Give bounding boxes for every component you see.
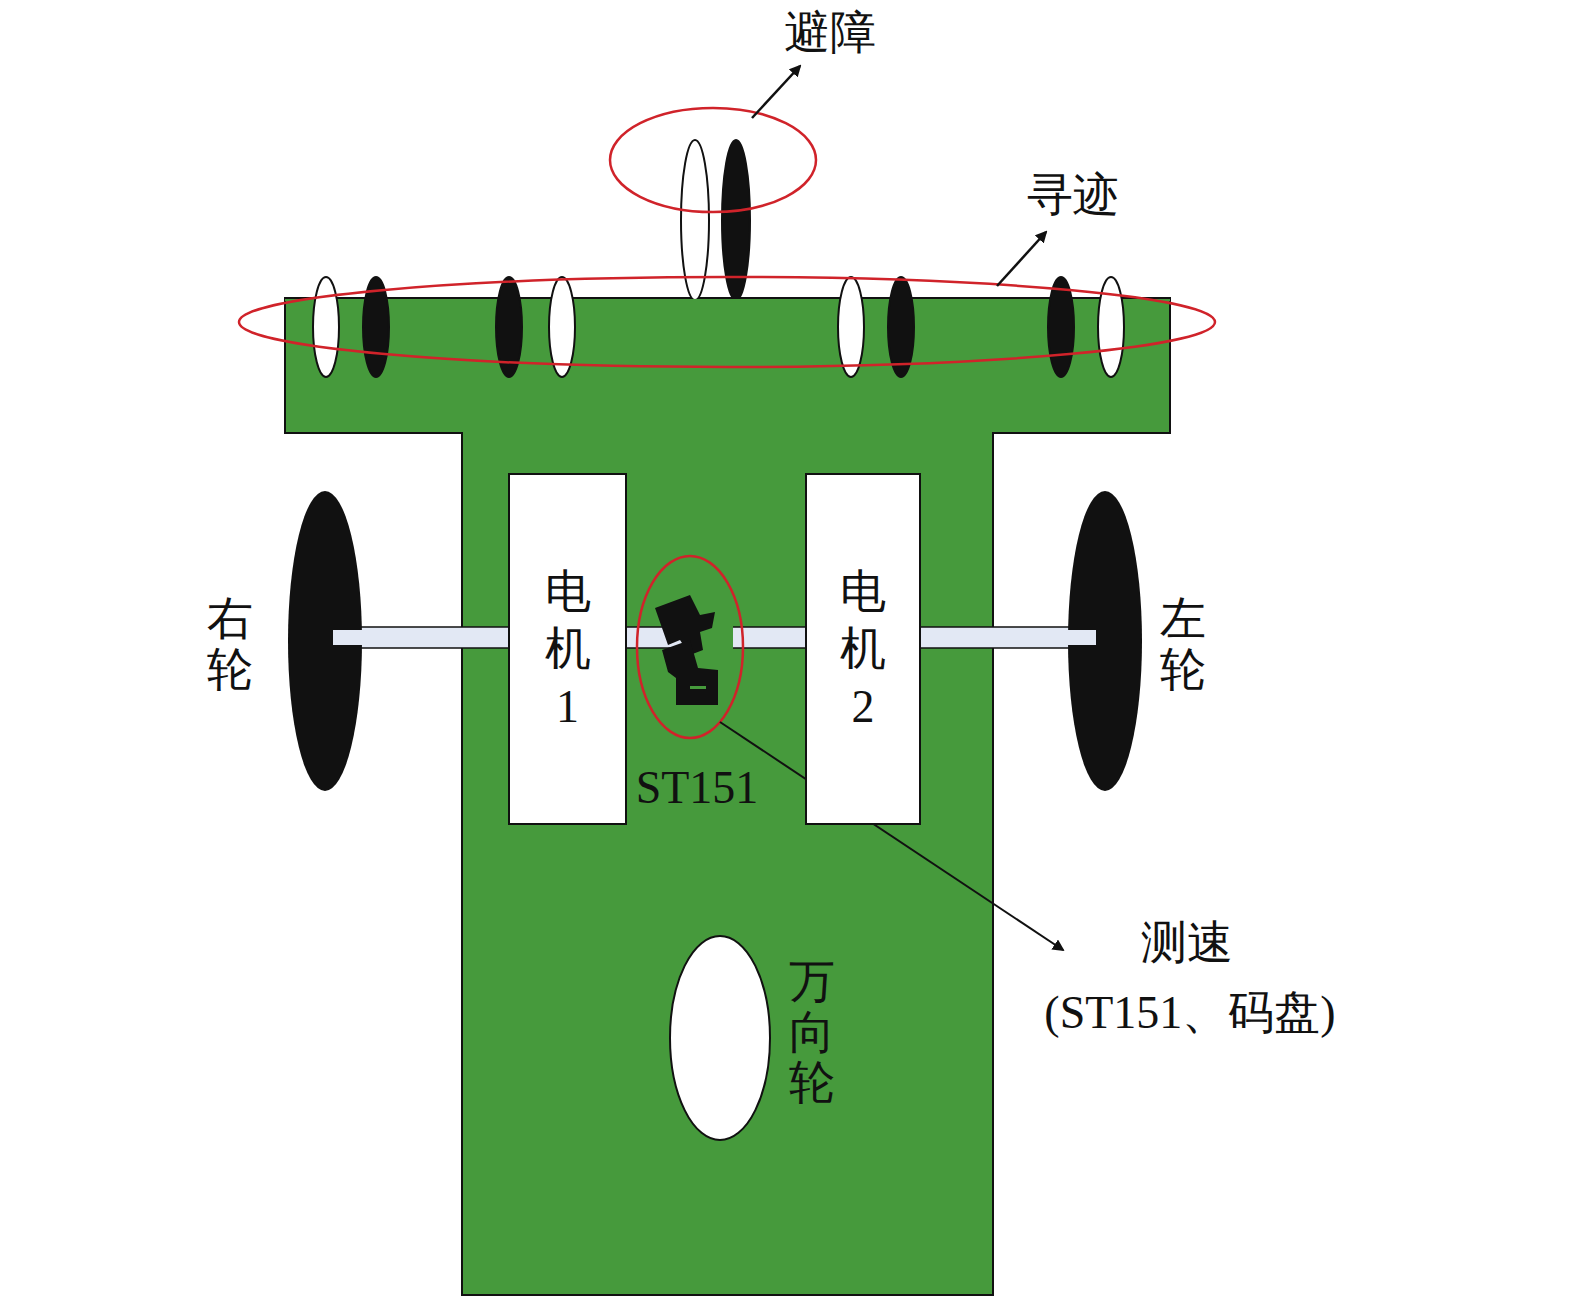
caster-label: 万向轮 bbox=[789, 957, 835, 1109]
encoder-disc bbox=[655, 595, 718, 705]
wheel-label: 右轮 bbox=[207, 594, 253, 695]
motor-box: 电机1 bbox=[508, 473, 627, 825]
obstacle-ring bbox=[610, 108, 816, 212]
leader-arrow bbox=[752, 66, 800, 118]
caster-wheel bbox=[670, 936, 770, 1140]
wheel-label: 左轮 bbox=[1160, 594, 1206, 695]
feature-label: (ST151、码盘) bbox=[1044, 987, 1335, 1040]
sensor-label: ST151 bbox=[636, 762, 759, 815]
tracking-ring bbox=[239, 277, 1215, 367]
feature-label: 测速 bbox=[1141, 917, 1233, 970]
motor-label: 电机2 bbox=[840, 563, 886, 736]
motor-label: 电机1 bbox=[545, 563, 591, 736]
feature-label: 寻迹 bbox=[1027, 169, 1119, 222]
chassis bbox=[285, 298, 1170, 1295]
tracking-sensors bbox=[313, 277, 1124, 377]
motor-box: 电机2 bbox=[805, 473, 921, 825]
feature-label: 避障 bbox=[784, 7, 876, 60]
leader-arrow bbox=[997, 232, 1046, 286]
encoder-ring bbox=[637, 556, 743, 738]
